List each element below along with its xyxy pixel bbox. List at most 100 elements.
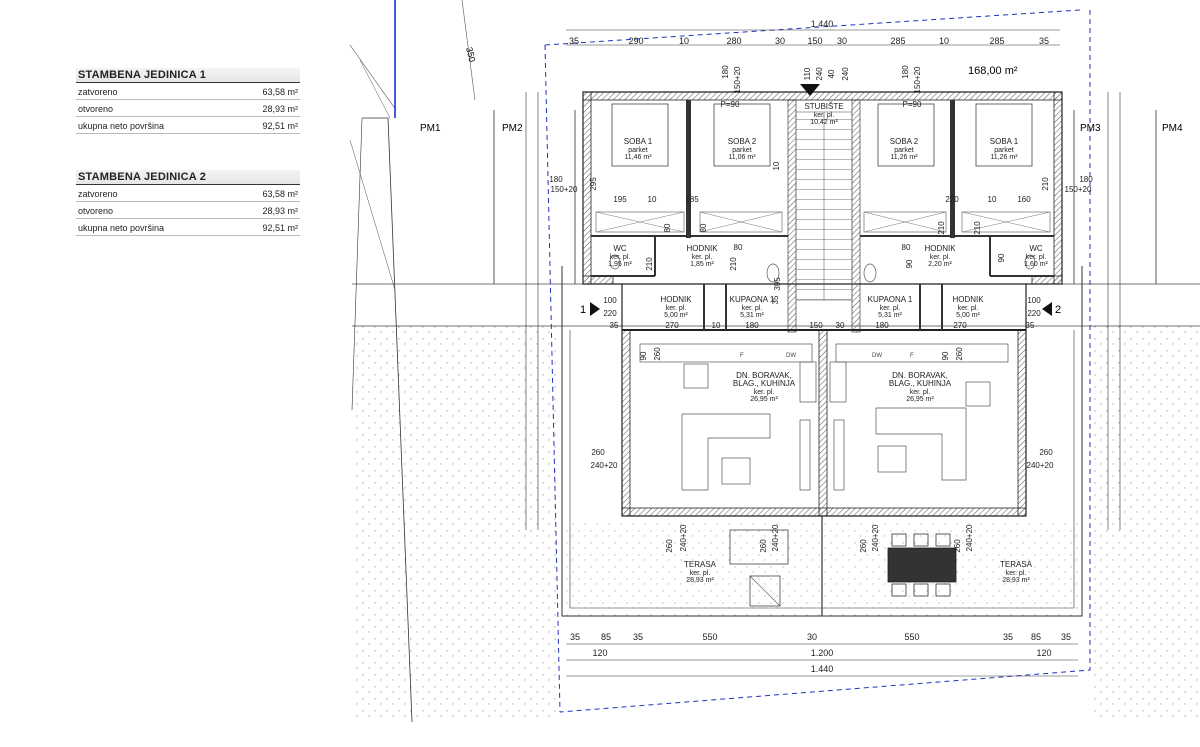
svg-text:240+20: 240+20 <box>591 461 618 470</box>
svg-text:2: 2 <box>1055 304 1061 316</box>
svg-text:30: 30 <box>837 36 847 46</box>
room-hodnik-up-right: HODNIK ker. pl. 2,20 m² <box>924 244 956 268</box>
parking-pm3: PM3 <box>1080 123 1101 134</box>
svg-text:ker. pl.: ker. pl. <box>814 112 835 119</box>
room-kupaona-right: KUPAONA 1 ker. pl. 5,31 m² <box>868 295 913 319</box>
svg-text:100: 100 <box>603 296 617 305</box>
svg-text:80: 80 <box>734 243 743 252</box>
walls <box>561 91 1083 617</box>
svg-text:240+20: 240+20 <box>965 524 974 551</box>
svg-text:80: 80 <box>902 243 911 252</box>
site-ground: 350 <box>349 0 1200 723</box>
svg-text:1,95 m²: 1,95 m² <box>608 261 632 268</box>
svg-text:240+20: 240+20 <box>771 524 780 551</box>
svg-text:210: 210 <box>729 257 738 271</box>
entrance-arrow-icon <box>1042 302 1052 316</box>
room-kupaona-left: KUPAONA 1 ker. pl. 5,31 m² <box>730 295 775 319</box>
svg-text:5,31 m²: 5,31 m² <box>740 312 764 319</box>
svg-text:1.200: 1.200 <box>811 648 834 658</box>
dim-top-total: 1.440 <box>811 19 834 29</box>
svg-text:150+20: 150+20 <box>733 66 742 93</box>
svg-text:550: 550 <box>702 632 717 642</box>
svg-text:26,95 m²: 26,95 m² <box>750 396 778 403</box>
svg-text:DW: DW <box>786 353 796 359</box>
svg-text:160: 160 <box>1017 195 1031 204</box>
dimension-lines <box>525 29 1121 677</box>
svg-text:90: 90 <box>905 259 914 268</box>
entrance-1: 1 <box>580 302 600 316</box>
svg-text:150+20: 150+20 <box>913 66 922 93</box>
wardrobes <box>595 211 1051 233</box>
svg-text:1: 1 <box>580 304 586 316</box>
svg-text:180: 180 <box>901 65 910 79</box>
svg-text:290: 290 <box>628 36 643 46</box>
svg-text:210: 210 <box>645 257 654 271</box>
beds <box>611 103 1033 167</box>
svg-text:180: 180 <box>721 65 730 79</box>
svg-text:240+20: 240+20 <box>1027 461 1054 470</box>
room-soba2-right: SOBA 2 parket 11,26 m² <box>890 137 919 161</box>
svg-text:HODNIK: HODNIK <box>924 244 956 253</box>
svg-text:180: 180 <box>549 175 563 184</box>
svg-text:11,26 m²: 11,26 m² <box>890 154 918 161</box>
svg-text:KUPAONA 1: KUPAONA 1 <box>868 295 913 304</box>
svg-text:P=90: P=90 <box>721 100 740 109</box>
svg-text:260: 260 <box>759 539 768 553</box>
svg-text:F: F <box>740 353 744 359</box>
svg-text:parket: parket <box>628 147 648 154</box>
svg-text:180: 180 <box>745 321 759 330</box>
appliance-labels: F DW DW F <box>740 353 914 359</box>
svg-text:10: 10 <box>712 321 721 330</box>
svg-text:5,00 m²: 5,00 m² <box>664 312 688 319</box>
svg-text:10: 10 <box>988 195 997 204</box>
svg-text:28,93 m²: 28,93 m² <box>686 577 714 584</box>
gravel-right <box>1090 326 1200 722</box>
svg-text:10: 10 <box>772 161 781 170</box>
svg-text:395: 395 <box>773 277 782 291</box>
svg-text:35: 35 <box>1003 632 1013 642</box>
svg-text:parket: parket <box>732 147 752 154</box>
interior-dimension-labels: 180 150+20 110 240 40 240 180 150+20 P=9… <box>549 65 1093 553</box>
svg-text:80: 80 <box>663 223 672 232</box>
svg-text:260: 260 <box>953 539 962 553</box>
svg-text:240: 240 <box>815 67 824 81</box>
svg-text:220: 220 <box>1027 309 1041 318</box>
svg-text:30: 30 <box>775 36 785 46</box>
svg-text:ker. pl.: ker. pl. <box>910 389 931 396</box>
svg-text:KUPAONA 1: KUPAONA 1 <box>730 295 775 304</box>
kitchen-counter <box>639 343 813 363</box>
svg-text:35: 35 <box>569 36 579 46</box>
svg-text:ker. pl.: ker. pl. <box>666 305 687 312</box>
svg-text:SOBA 2: SOBA 2 <box>728 137 757 146</box>
svg-text:80: 80 <box>699 223 708 232</box>
svg-text:210: 210 <box>973 221 982 235</box>
svg-text:ker. pl.: ker. pl. <box>1006 570 1027 577</box>
svg-text:P=90: P=90 <box>903 100 922 109</box>
svg-text:185: 185 <box>685 195 699 204</box>
svg-text:BLAG., KUHINJA: BLAG., KUHINJA <box>889 379 952 388</box>
svg-text:280: 280 <box>726 36 741 46</box>
parking-pm4: PM4 <box>1162 123 1183 134</box>
svg-text:110: 110 <box>803 67 812 80</box>
svg-text:ker. pl.: ker. pl. <box>1026 254 1047 261</box>
svg-text:DN. BORAVAK,: DN. BORAVAK, <box>736 371 792 380</box>
svg-text:ker. pl.: ker. pl. <box>958 305 979 312</box>
room-soba1-left: SOBA 1 parket 11,46 m² <box>624 137 653 161</box>
svg-text:40: 40 <box>827 69 836 78</box>
svg-text:240+20: 240+20 <box>679 524 688 551</box>
svg-text:SOBA 1: SOBA 1 <box>624 137 653 146</box>
svg-text:195: 195 <box>613 195 627 204</box>
dining-table <box>965 381 991 407</box>
svg-text:ker. pl.: ker. pl. <box>930 254 951 261</box>
bed-icon <box>877 103 935 167</box>
dimension-labels: 1.440 35 290 10 280 30 150 30 285 10 285… <box>569 19 1071 674</box>
svg-text:220: 220 <box>603 309 617 318</box>
svg-text:10: 10 <box>939 36 949 46</box>
toilet-icon <box>863 263 877 283</box>
